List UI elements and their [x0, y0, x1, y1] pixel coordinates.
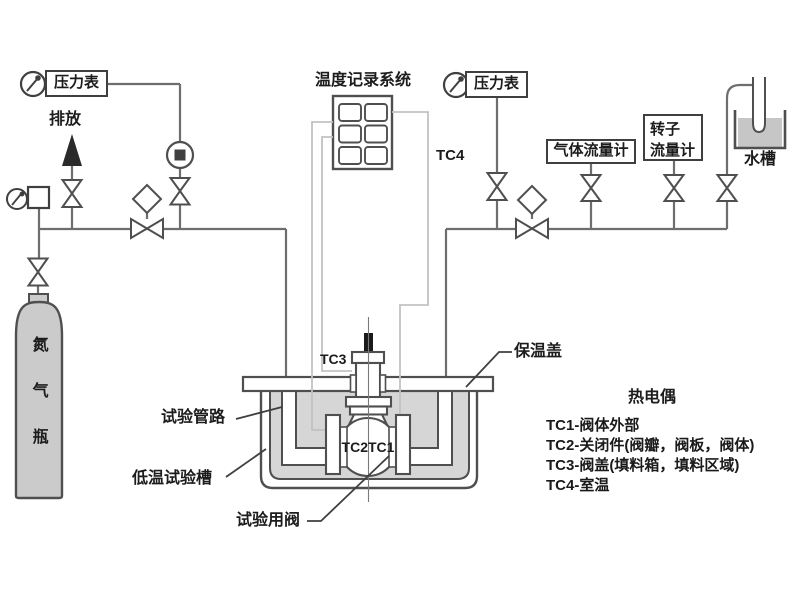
nitrogen-bottle-label: 氮气瓶 [29, 336, 47, 474]
tc-wire-2 [321, 136, 352, 372]
tc-wire-3 [392, 111, 429, 441]
bottle-body [14, 300, 64, 500]
test-valve-group [324, 317, 412, 502]
nitrogen-bottle-group [14, 293, 64, 500]
water-tank-branch [725, 83, 754, 229]
leader-insulation-cover [465, 351, 512, 388]
instruments [6, 70, 548, 216]
pressure-gauge-left-label: 压力表 [45, 70, 108, 97]
valve-bottle [26, 257, 50, 287]
valves [26, 172, 739, 287]
valve-rotor-flowmeter [662, 174, 686, 202]
flange-left [324, 413, 342, 476]
tc2-tc1-probe-label: TC2TC1 [341, 439, 395, 455]
tc3-probe-label: TC3 [320, 351, 347, 367]
gas-flowmeter-label: 气体流量计 [546, 139, 636, 164]
valve-gauge-branch-right [485, 172, 509, 201]
tc4-wire-label: TC4 [436, 147, 465, 164]
legend-title: 热电偶 [628, 389, 677, 406]
valve-water-tank [715, 174, 739, 202]
cryo-test-tank-label: 低温试验槽 [132, 470, 213, 487]
leader-test-valve [307, 455, 390, 522]
water-tank-walls [733, 110, 787, 150]
legend-item-tc2: TC2-关闭件(阀瓣，阀板，阀体) [546, 437, 755, 454]
water-tank-label: 水槽 [744, 151, 777, 168]
leader-lines [225, 351, 512, 522]
test-valve-label: 试验用阀 [236, 512, 301, 529]
legend-item-tc3: TC3-阀盖(填料箱，填料区域) [546, 457, 740, 474]
bubbler-tube [752, 77, 766, 134]
temperature-recorder-label: 温度记录系统 [314, 72, 411, 89]
rotor-flowmeter-line1: 转子 [650, 121, 681, 138]
filter-icon-right [516, 184, 548, 216]
legend-item-tc1: TC1-阀体外部 [546, 417, 640, 434]
leader-cryo-tank [225, 448, 267, 478]
valve-main-left [130, 217, 164, 240]
legend-list: TC1-阀体外部 TC2-关闭件(阀瓣，阀板，阀体) TC3-阀盖(填料箱，填料… [546, 416, 754, 496]
vent-label: 排放 [49, 111, 82, 128]
legend-item-tc4: TC4-室温 [546, 477, 610, 494]
pressure-gauge-icon-left [19, 70, 47, 98]
insulation-cover-label: 保温盖 [514, 343, 563, 360]
valve-vent [60, 179, 84, 208]
rotor-flowmeter-label: 转子 流量计 [643, 114, 703, 161]
gauge-branch-left [108, 82, 182, 229]
test-pipeline-label: 试验管路 [161, 409, 226, 426]
valve-gas-flowmeter [579, 174, 603, 202]
recorder-channel-buttons [338, 103, 388, 165]
rotor-flowmeter-line2: 流量计 [650, 142, 696, 159]
valve-main-right [515, 217, 549, 240]
flow-device-icon [165, 140, 195, 170]
gland-tab-right [379, 374, 387, 393]
pressure-gauge-right-label: 压力表 [465, 71, 528, 98]
flange-right [394, 413, 412, 476]
water-tank-group [733, 77, 787, 150]
valve-gauge-branch-left [168, 177, 192, 206]
pressure-regulator-icon [6, 185, 51, 210]
filter-icon-left [131, 183, 163, 215]
gland-tab-left [349, 374, 357, 393]
leader-test-pipeline [235, 406, 283, 420]
vent-arrow [62, 134, 82, 166]
temperature-recorder-unit [331, 94, 394, 171]
